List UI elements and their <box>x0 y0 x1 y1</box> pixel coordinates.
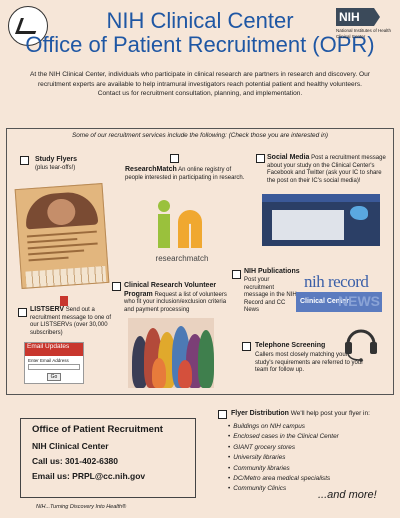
email-updates-input <box>28 364 80 370</box>
study-flyers-title: Study Flyers <box>35 156 78 163</box>
nih-publications-checkbox[interactable] <box>232 270 241 279</box>
list-item: University libraries <box>228 453 398 463</box>
cc-news-logo: Clinical Center NEWS <box>296 292 382 312</box>
page-title: NIH Clinical Center <box>106 8 294 33</box>
nih-logo-subtitle: National Institutes of Health Clinical C… <box>336 28 392 39</box>
researchmatch-logo-icon <box>158 200 202 248</box>
list-item: DC/Metro area medical specialists <box>228 474 398 484</box>
researchmatch-logo-text: researchmatch <box>155 254 209 263</box>
list-item: Community libraries <box>228 464 398 474</box>
flyer-distribution-title: Flyer Distribution <box>231 410 289 417</box>
volunteer-program-desc: Request a list of volunteers who fit you… <box>124 291 227 313</box>
email-updates-label: Enter Email Address <box>28 358 69 363</box>
contact-phone: Call us: 301-402-6380 <box>32 456 118 466</box>
listserv-block: LISTSERV Send out a recruitment message … <box>30 306 112 337</box>
services-box <box>6 128 394 395</box>
nih-tagline: NIH...Turning Discovery Into Health® <box>36 504 127 510</box>
social-media-desc: Post a recruitment message about your st… <box>267 155 386 184</box>
headset-icon <box>345 329 377 362</box>
telephone-screening-checkbox[interactable] <box>242 342 251 351</box>
volunteers-photo <box>128 318 214 388</box>
volunteer-program-title: Clinical Research Volunteer Program <box>124 282 217 298</box>
listserv-title: LISTSERV <box>30 306 65 313</box>
study-flyers-checkbox[interactable] <box>20 156 29 165</box>
flyer-distribution-desc: We'll help post your flyer in: <box>290 410 370 417</box>
cc-news-logo-cc: Clinical Center <box>300 298 350 305</box>
list-item: Enclosed cases in the Clinical Center <box>228 432 398 442</box>
nih-publications-desc: Post your recruitment message in the NIH… <box>244 277 297 313</box>
study-flyer-image <box>14 183 110 289</box>
volunteer-program-checkbox[interactable] <box>112 282 121 291</box>
social-media-image <box>262 194 380 246</box>
nih-publications-title: NIH Publications <box>244 268 300 275</box>
flag-icon <box>60 296 68 306</box>
contact-title: Office of Patient Recruitment <box>32 424 163 435</box>
social-media-checkbox[interactable] <box>256 154 265 163</box>
social-media-title: Social Media <box>267 154 310 161</box>
nih-logo: NIH <box>336 8 380 26</box>
intro-text: At the NIH Clinical Center, individuals … <box>30 71 370 97</box>
list-item: GIANT grocery stores <box>228 443 398 453</box>
email-updates-title: Email Updates <box>25 343 83 356</box>
researchmatch-block: ResearchMatch An online registry of peop… <box>125 166 247 182</box>
twitter-bird-icon <box>350 206 368 220</box>
flyer-distribution-checkbox[interactable] <box>218 410 227 419</box>
contact-org: NIH Clinical Center <box>32 441 109 451</box>
list-item: Buildings on NIH campus <box>228 422 398 432</box>
study-flyers-desc: (plus tear-offs!) <box>35 165 76 171</box>
researchmatch-desc: An online registry of people interested … <box>125 167 245 181</box>
services-header: Some of our recruitment services include… <box>71 132 329 139</box>
volunteer-program-block: Clinical Research Volunteer Program Requ… <box>124 282 232 314</box>
flyer-distribution-list: Buildings on NIH campus Enclosed cases i… <box>228 422 398 495</box>
telephone-screening-desc: Callers most closely matching your study… <box>255 352 364 373</box>
list-item: Community Clinics <box>228 484 398 494</box>
social-media-block: Social Media Post a recruitment message … <box>267 154 391 185</box>
listserv-checkbox[interactable] <box>18 308 27 317</box>
contact-email[interactable]: Email us: PRPL@cc.nih.gov <box>32 471 146 481</box>
page-subtitle: Office of Patient Recruitment (OPR) <box>25 32 375 57</box>
hhs-seal-logo <box>8 6 48 46</box>
telephone-screening-title: Telephone Screening <box>255 342 326 349</box>
email-updates-go: Go <box>47 373 61 381</box>
flyer-distribution-block: Flyer Distribution We'll help post your … <box>231 410 399 418</box>
cc-news-logo-news: NEWS <box>338 293 380 309</box>
researchmatch-title: ResearchMatch <box>125 166 177 173</box>
contact-box <box>20 418 196 498</box>
listserv-desc: Send out a recruitment message to one of… <box>30 307 112 336</box>
and-more-text: ...and more! <box>318 489 377 501</box>
nih-record-logo: nih record <box>304 272 369 291</box>
researchmatch-checkbox[interactable] <box>170 154 179 163</box>
email-updates-image: Email Updates Enter Email Address Go <box>24 342 84 384</box>
